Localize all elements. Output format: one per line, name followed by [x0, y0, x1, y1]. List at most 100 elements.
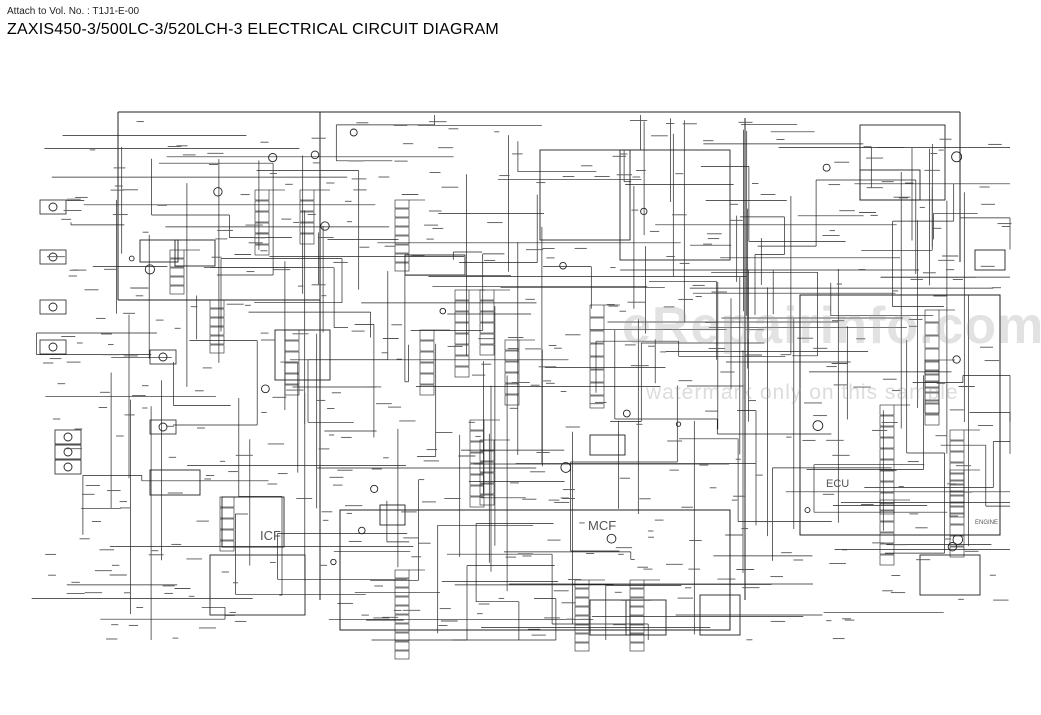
- component-symbol: [560, 462, 572, 473]
- component-box: [629, 597, 645, 607]
- component-box: [454, 355, 470, 367]
- component-box: [394, 614, 410, 624]
- component-box: [169, 249, 185, 259]
- component-box: [299, 233, 315, 245]
- component-box: [479, 344, 495, 356]
- component-box: [924, 370, 940, 382]
- component-box: [574, 579, 590, 589]
- component-box: [629, 615, 645, 625]
- component-box: [394, 650, 410, 660]
- component-box: [394, 217, 410, 227]
- component-box: [574, 624, 590, 634]
- component-box: [949, 480, 965, 492]
- component-box: [629, 579, 645, 589]
- component-box: [254, 244, 270, 256]
- component-box: [469, 496, 485, 508]
- component-box: [394, 208, 410, 218]
- component-box: [394, 587, 410, 597]
- component-symbol: [128, 255, 135, 262]
- component-box: [419, 373, 435, 385]
- component-box: [54, 444, 82, 460]
- engine-label: ENGINE: [975, 520, 998, 526]
- component-box: [949, 513, 965, 525]
- component-box: [574, 597, 590, 607]
- component-box: [479, 289, 495, 301]
- component-box: [879, 415, 895, 427]
- component-box: [924, 322, 940, 336]
- component-box: [254, 200, 270, 212]
- component-box: [629, 588, 645, 598]
- component-box: [949, 506, 965, 518]
- component-symbol: [622, 409, 631, 418]
- component-box: [209, 317, 225, 327]
- component-box: [469, 441, 485, 453]
- component-symbol: [804, 507, 811, 514]
- ecu-label: ECU: [826, 478, 849, 490]
- component-box: [394, 596, 410, 606]
- component-box: [394, 641, 410, 651]
- component-box: [574, 615, 590, 625]
- component-box: [419, 362, 435, 374]
- component-symbol: [822, 163, 831, 172]
- component-box: [299, 189, 315, 201]
- component-box: [139, 239, 179, 263]
- component-box: [949, 546, 965, 558]
- component-box: [469, 419, 485, 431]
- component-box: [879, 554, 895, 566]
- component-box: [394, 632, 410, 642]
- component-symbol: [952, 355, 961, 364]
- component-box: [859, 169, 921, 201]
- component-box: [479, 311, 495, 323]
- component-box: [924, 348, 940, 362]
- diagram-title: ZAXIS450-3/500LC-3/520LCH-3 ELECTRICAL C…: [7, 21, 499, 38]
- icf-block: ICF: [221, 496, 285, 548]
- component-box: [879, 404, 895, 416]
- component-box: [589, 434, 626, 456]
- component-symbol: [261, 384, 270, 394]
- component-box: [629, 642, 645, 652]
- component-box: [209, 554, 306, 616]
- component-box: [454, 300, 470, 312]
- component-box: [924, 359, 940, 371]
- component-box: [504, 350, 520, 362]
- component-box: [949, 524, 965, 536]
- component-box: [949, 535, 965, 547]
- component-box: [879, 499, 895, 511]
- component-box: [149, 419, 177, 435]
- component-box: [39, 249, 67, 265]
- component-box: [209, 308, 225, 318]
- component-box: [879, 543, 895, 555]
- component-box: [419, 340, 435, 352]
- component-box: [419, 351, 435, 363]
- component-symbol: [158, 422, 168, 432]
- component-box: [394, 226, 410, 236]
- component-box: [209, 326, 225, 336]
- component-box: [879, 459, 895, 471]
- component-box: [454, 289, 470, 301]
- component-box: [209, 335, 225, 345]
- component-box: [924, 381, 940, 393]
- component-box: [219, 540, 235, 552]
- component-box: [454, 333, 470, 345]
- component-box: [479, 494, 495, 506]
- component-box: [284, 362, 300, 374]
- component-box: [924, 403, 940, 415]
- component-box: [419, 384, 435, 396]
- component-box: [949, 473, 965, 485]
- component-box: [299, 211, 315, 223]
- component-layer: [39, 124, 1006, 660]
- component-box: [949, 469, 965, 481]
- component-box: [574, 633, 590, 643]
- component-box: [879, 448, 895, 460]
- component-box: [54, 429, 82, 445]
- component-symbol: [675, 421, 682, 427]
- component-box: [394, 578, 410, 588]
- component-box: [469, 463, 485, 475]
- component-box: [254, 211, 270, 223]
- component-box: [949, 440, 965, 452]
- component-box: [574, 588, 590, 598]
- component-box: [879, 532, 895, 544]
- component-box: [219, 518, 235, 530]
- component-box: [589, 343, 605, 357]
- component-box: [879, 481, 895, 493]
